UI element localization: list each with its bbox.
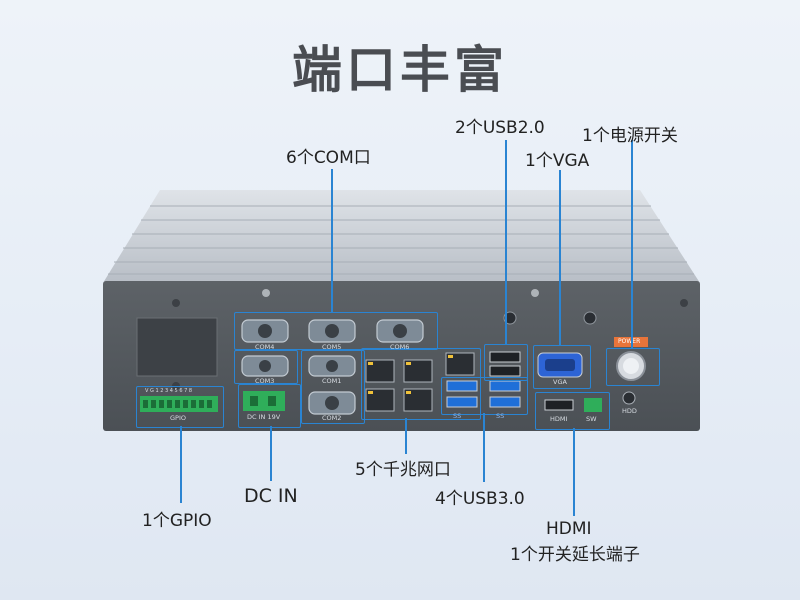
dcin-leader xyxy=(270,426,272,481)
usb3-ss-label-2: SS xyxy=(496,412,505,420)
usb3-ss-label-1: SS xyxy=(453,412,462,420)
com1-label: COM1 xyxy=(322,377,342,385)
com-ports-box-mid xyxy=(301,350,365,424)
com-label: 6个COM口 xyxy=(286,148,371,168)
antenna-hole xyxy=(583,311,597,325)
power-button-box xyxy=(606,348,660,386)
gpio-pins-label: V G 1 2 3 4 5 6 7 8 xyxy=(145,388,193,394)
dcin-label: DC IN xyxy=(244,485,298,507)
cover-plate xyxy=(136,317,218,377)
com-ports-box-top xyxy=(234,312,438,350)
screw xyxy=(680,299,688,307)
power-switch-label: 1个电源开关 xyxy=(582,126,678,146)
lan-leader xyxy=(405,418,407,454)
com5-label: COM5 xyxy=(322,343,342,351)
hdmi-panel-label: HDMI xyxy=(550,415,568,423)
chassis-top xyxy=(103,190,700,283)
lan-ports-box xyxy=(361,348,481,420)
vga-label: 1个VGA xyxy=(525,151,590,171)
heatsink-fins xyxy=(108,205,694,275)
com3-label: COM3 xyxy=(255,377,275,385)
com-leader xyxy=(331,169,333,312)
usb2-leader xyxy=(505,140,507,345)
screw xyxy=(531,289,539,297)
hdmi-leader xyxy=(573,428,575,516)
page-title: 端口丰富 xyxy=(292,41,508,99)
com4-label: COM4 xyxy=(255,343,275,351)
lan-label: 5个千兆网口 xyxy=(355,460,451,480)
hdmi-sw-box xyxy=(535,392,610,430)
usb3-ports-box xyxy=(441,377,528,415)
gpio-leader xyxy=(180,426,182,503)
dc-in-panel-label: DC IN 19V xyxy=(247,413,281,421)
hdd-led xyxy=(622,391,636,405)
switch-ext-label: 1个开关延长端子 xyxy=(510,545,640,565)
lan-ports xyxy=(365,352,475,412)
dc-in-box xyxy=(238,384,301,428)
vga-port-box xyxy=(533,345,591,389)
usb3-leader xyxy=(483,413,485,482)
usb3-ports xyxy=(446,380,521,408)
hdmi-port xyxy=(544,399,574,411)
vga-panel-label: VGA xyxy=(553,378,567,386)
screw xyxy=(172,299,180,307)
power-leader xyxy=(631,140,633,348)
usb2-ports-box xyxy=(484,344,528,381)
screw xyxy=(262,289,270,297)
gpio-panel-label: GPIO xyxy=(170,414,186,422)
sw-terminal xyxy=(584,398,602,412)
com2-label: COM2 xyxy=(322,414,342,422)
hdmi-label: HDMI xyxy=(546,519,592,539)
power-panel-label: POWER xyxy=(618,338,641,345)
usb2-label: 2个USB2.0 xyxy=(455,118,545,138)
usb2-ports xyxy=(489,351,521,377)
com-ports-box-left xyxy=(234,350,298,384)
usb3-label: 4个USB3.0 xyxy=(435,489,525,509)
antenna-hole xyxy=(503,311,517,325)
com6-label: COM6 xyxy=(390,343,410,351)
sw-panel-label: SW xyxy=(586,415,597,423)
vga-leader xyxy=(559,170,561,345)
hdd-panel-label: HDD xyxy=(622,407,637,415)
gpio-label: 1个GPIO xyxy=(142,511,212,531)
